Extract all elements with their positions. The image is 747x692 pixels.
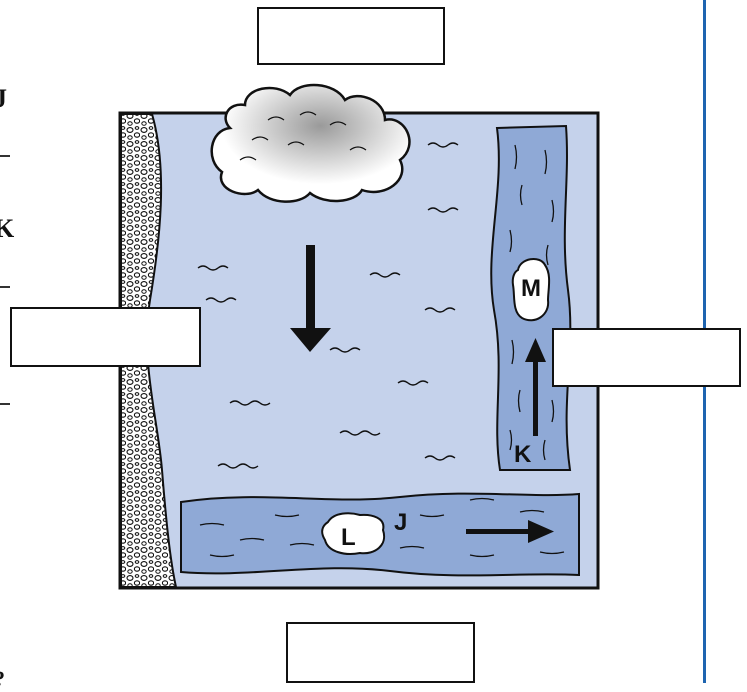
label-m: M [521,275,541,302]
label-j: J [394,509,407,536]
label-k: K [514,441,532,468]
answer-box-bottom[interactable] [286,622,475,683]
cloud-icon [212,85,410,202]
answer-box-right[interactable] [552,328,741,387]
answer-box-left[interactable] [10,307,201,367]
label-l: L [341,524,356,551]
answer-box-top[interactable] [257,7,445,65]
